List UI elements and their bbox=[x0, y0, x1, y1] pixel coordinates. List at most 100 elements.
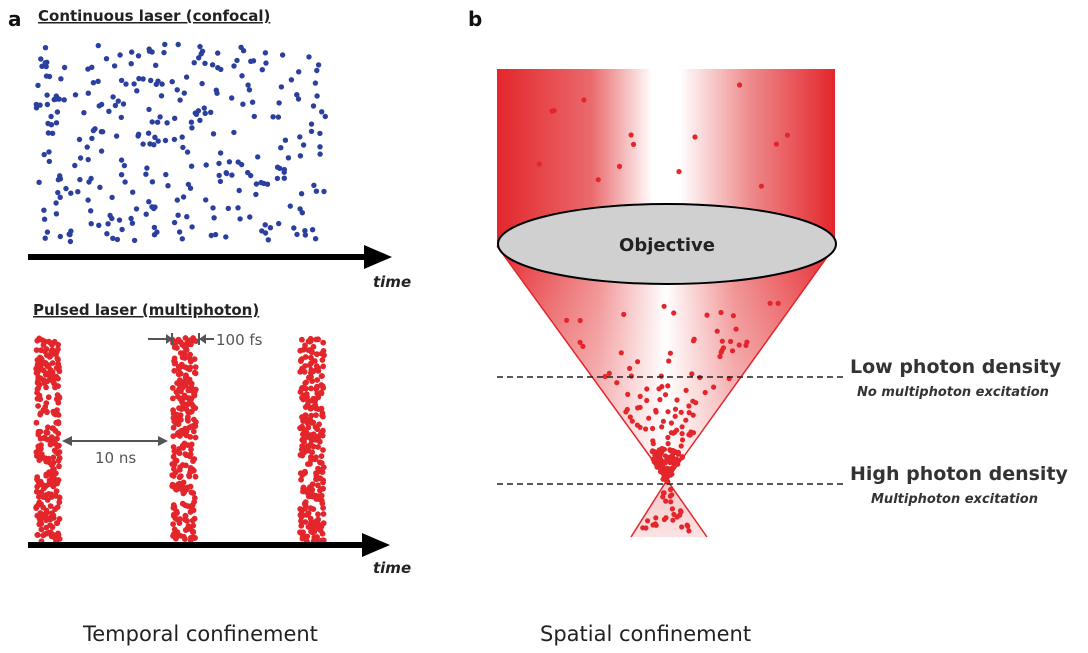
photon-dot bbox=[720, 345, 727, 351]
photon-dot bbox=[296, 69, 302, 75]
photon-dot bbox=[670, 517, 676, 523]
photon-dot bbox=[311, 358, 318, 364]
photon-dot bbox=[57, 194, 63, 200]
photon-dot bbox=[309, 529, 316, 536]
photon-dot bbox=[210, 131, 217, 137]
photon-dot bbox=[192, 473, 199, 480]
photon-dot bbox=[135, 131, 142, 137]
photon-dot bbox=[175, 430, 181, 436]
photon-dot bbox=[318, 460, 325, 466]
photon-dot bbox=[237, 216, 243, 222]
photon-dot bbox=[55, 430, 62, 437]
photon-dot bbox=[643, 426, 649, 432]
photon-dot bbox=[169, 385, 176, 391]
photon-dot bbox=[76, 136, 83, 143]
photon-dot bbox=[40, 494, 47, 501]
photon-dot bbox=[175, 371, 182, 378]
photon-dot bbox=[302, 232, 309, 238]
photon-dot bbox=[97, 184, 103, 190]
photon-dot bbox=[171, 219, 178, 226]
photon-dot bbox=[159, 81, 165, 87]
photon-dot bbox=[165, 183, 171, 189]
photon-dot bbox=[784, 132, 791, 138]
panel-a-letter: a bbox=[8, 7, 22, 31]
photon-dot bbox=[644, 397, 650, 404]
photon-dot bbox=[109, 194, 115, 201]
photon-dot bbox=[299, 210, 305, 216]
time-axis-bottom-arrowhead bbox=[362, 533, 390, 557]
photon-dot bbox=[301, 439, 307, 445]
photon-dot bbox=[45, 120, 51, 127]
photon-dot bbox=[320, 363, 327, 370]
photon-dot bbox=[57, 233, 63, 240]
photon-dot bbox=[55, 383, 61, 389]
photon-dot bbox=[38, 489, 45, 495]
photon-dot bbox=[188, 423, 195, 430]
photon-dot bbox=[315, 62, 322, 68]
photon-dot bbox=[679, 437, 686, 443]
photon-dot bbox=[637, 424, 643, 430]
photon-dot bbox=[245, 82, 251, 88]
photon-dot bbox=[172, 469, 179, 476]
photon-dot bbox=[306, 338, 313, 345]
photon-dot bbox=[276, 100, 282, 106]
photon-dot bbox=[291, 225, 297, 231]
photon-dot bbox=[38, 56, 44, 62]
photon-dot bbox=[658, 450, 664, 456]
photon-dot bbox=[178, 388, 184, 395]
photon-dot bbox=[318, 389, 325, 396]
time-axis-top-arrowhead bbox=[364, 245, 392, 269]
photon-dot bbox=[297, 368, 304, 375]
photon-dot bbox=[240, 48, 247, 54]
photon-dot bbox=[175, 421, 182, 427]
photon-dot bbox=[117, 52, 123, 58]
photon-dot bbox=[172, 484, 179, 491]
photon-dot bbox=[53, 93, 59, 99]
photon-dot bbox=[197, 117, 203, 124]
photon-dot bbox=[234, 57, 240, 64]
photon-dot bbox=[182, 451, 189, 457]
photon-dot bbox=[45, 515, 51, 522]
photon-dot bbox=[313, 385, 320, 391]
photon-dot bbox=[151, 224, 158, 231]
photon-dot bbox=[717, 353, 723, 360]
photon-dot bbox=[179, 500, 186, 507]
photon-dot bbox=[551, 108, 557, 114]
photon-dot bbox=[718, 349, 724, 355]
photon-dot bbox=[640, 525, 646, 531]
photon-dot bbox=[41, 434, 48, 441]
photon-dot bbox=[46, 477, 53, 484]
photon-dot bbox=[188, 441, 195, 448]
photon-dot bbox=[41, 151, 47, 158]
photon-dot bbox=[691, 336, 697, 342]
photon-dot bbox=[308, 385, 314, 392]
photon-dot bbox=[564, 317, 570, 323]
photon-dot bbox=[146, 106, 152, 113]
photon-dot bbox=[192, 434, 199, 441]
photon-dot bbox=[173, 535, 179, 542]
photon-dot bbox=[229, 172, 235, 178]
photon-dot bbox=[683, 417, 689, 423]
photon-dot bbox=[208, 232, 214, 239]
photon-dot bbox=[53, 120, 60, 126]
photon-dot bbox=[315, 482, 321, 489]
photon-dot bbox=[191, 60, 197, 66]
photon-dot bbox=[185, 181, 192, 188]
photon-dot bbox=[98, 129, 105, 135]
photon-dot bbox=[177, 382, 184, 389]
photon-dot bbox=[176, 366, 182, 372]
photon-dot bbox=[202, 110, 208, 117]
photon-dot bbox=[195, 108, 202, 114]
photon-dot bbox=[672, 406, 679, 412]
photon-dot bbox=[304, 420, 311, 426]
photon-dot bbox=[665, 409, 671, 415]
photon-dot bbox=[253, 191, 259, 198]
photon-dot bbox=[90, 80, 97, 86]
photon-dot bbox=[50, 454, 57, 461]
photon-dot bbox=[90, 127, 97, 134]
photon-dot bbox=[674, 397, 680, 403]
photon-dot bbox=[211, 215, 217, 221]
photon-dot bbox=[660, 494, 666, 500]
photon-dot bbox=[686, 410, 692, 416]
photon-dot bbox=[229, 95, 235, 101]
